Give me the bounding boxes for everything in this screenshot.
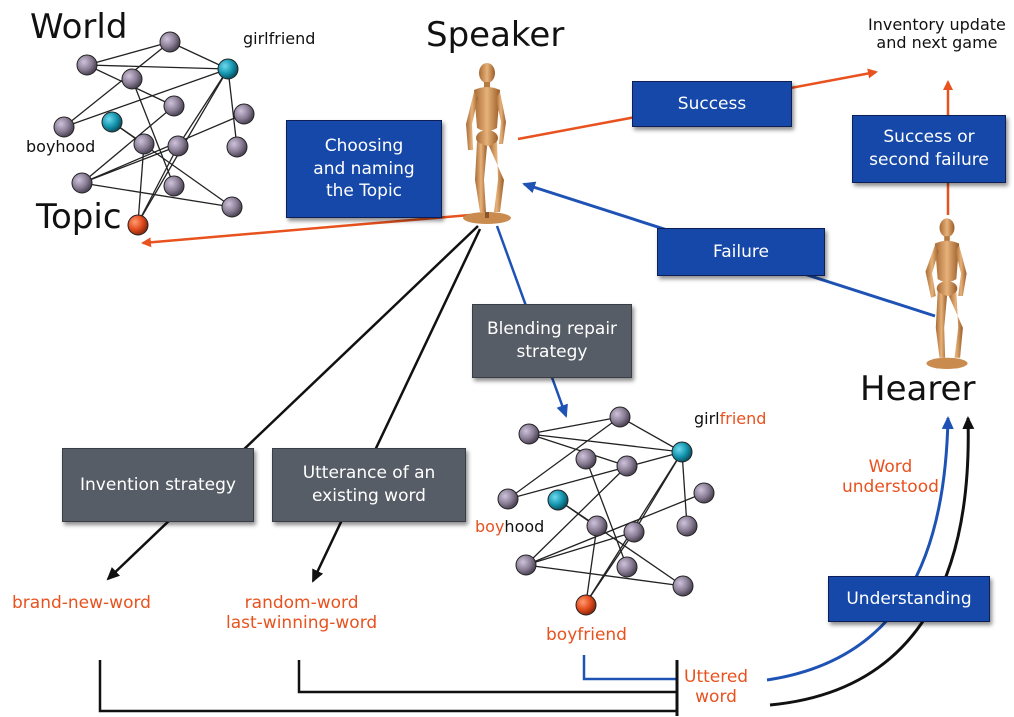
word-understood-line-2: understood bbox=[842, 476, 939, 497]
bracket-random bbox=[297, 660, 677, 694]
blend-node bbox=[497, 488, 519, 510]
blend-node bbox=[609, 406, 631, 428]
blend-node bbox=[586, 515, 608, 537]
choosing-line-3: the Topic bbox=[325, 181, 403, 202]
bracket-boyfriend bbox=[582, 655, 677, 681]
boyfriend-label: boyfriend bbox=[546, 625, 627, 645]
world-node bbox=[71, 172, 93, 194]
world-node-topic bbox=[127, 214, 149, 236]
invention-strategy-box: Invention strategy bbox=[62, 448, 254, 522]
success-box: Success bbox=[632, 81, 792, 127]
girlfriend-top-label: girlfriend bbox=[243, 29, 316, 48]
blend-node bbox=[518, 423, 540, 445]
success-or-line-1: Success or bbox=[883, 127, 975, 148]
hearer-figure-icon bbox=[925, 218, 968, 369]
blend-node-girlfriend bbox=[671, 441, 693, 463]
world-node bbox=[163, 175, 185, 197]
inventory-line-1: Inventory update bbox=[868, 15, 1006, 34]
blending-repair-box: Blending repair strategy bbox=[472, 304, 632, 378]
choosing-line-2: and naming bbox=[313, 158, 415, 179]
world-node bbox=[76, 54, 98, 76]
girlfriend-part-1: girl bbox=[694, 409, 720, 428]
blend-node-boyhood bbox=[547, 489, 569, 511]
girlfriend-part-2: friend bbox=[719, 409, 767, 428]
world-node bbox=[221, 196, 243, 218]
success-or-failure-box: Success or second failure bbox=[852, 115, 1006, 183]
boyhood-top-label: boyhood bbox=[26, 137, 96, 156]
existing-word-options: random-word last-winning-word bbox=[226, 593, 378, 633]
bracket-brand-new bbox=[98, 660, 677, 713]
world-node bbox=[233, 103, 255, 125]
word-understood-label: Word understood bbox=[842, 457, 939, 497]
hearer-label: Hearer bbox=[860, 369, 976, 409]
world-node bbox=[159, 31, 181, 53]
uttered-line-1: Uttered bbox=[684, 667, 749, 687]
world-node bbox=[133, 133, 155, 155]
boyhood-part-1: boy bbox=[475, 517, 505, 536]
success-or-line-2: second failure bbox=[869, 150, 989, 170]
world-nodes bbox=[53, 31, 255, 236]
choosing-line-1: Choosing bbox=[324, 135, 404, 156]
utterance-line-1: Utterance of an bbox=[302, 463, 436, 484]
random-word-label: random-word bbox=[244, 593, 359, 613]
failure-text: Failure bbox=[713, 241, 769, 262]
girlfriend-blend-label: girlfriend bbox=[694, 409, 767, 428]
blending-line-1: Blending repair bbox=[486, 319, 618, 340]
blend-node-boyfriend bbox=[575, 594, 597, 616]
blend-network bbox=[507, 416, 705, 604]
world-label: World bbox=[30, 7, 128, 47]
world-node bbox=[226, 136, 248, 158]
brand-new-word-label: brand-new-word bbox=[12, 593, 151, 613]
arrow-speaker-to-random bbox=[311, 228, 482, 583]
understanding-text: Understanding bbox=[846, 588, 972, 609]
arrow-speaker-to-topic bbox=[141, 213, 471, 248]
world-node-boyhood bbox=[101, 111, 123, 133]
choosing-topic-box: Choosing and naming the Topic bbox=[286, 120, 442, 218]
inventory-line-2: and next game bbox=[876, 33, 998, 53]
invention-text: Invention strategy bbox=[80, 474, 236, 495]
blend-node bbox=[515, 554, 537, 576]
world-node bbox=[53, 116, 75, 138]
last-winning-word-label: last-winning-word bbox=[226, 612, 378, 633]
blend-node bbox=[693, 482, 715, 504]
topic-label: Topic bbox=[36, 197, 122, 237]
world-node-girlfriend bbox=[217, 58, 239, 80]
failure-box: Failure bbox=[657, 228, 825, 276]
uttered-line-2: word bbox=[695, 686, 737, 707]
speaker-figure-icon bbox=[463, 63, 511, 224]
boyhood-part-2: hood bbox=[504, 517, 545, 536]
utterance-line-2: existing word bbox=[312, 486, 426, 506]
blend-node bbox=[616, 556, 638, 578]
arrow-speaker-to-brand-new bbox=[106, 225, 479, 581]
world-node bbox=[167, 135, 189, 157]
understanding-box: Understanding bbox=[828, 576, 990, 622]
blend-node bbox=[575, 448, 597, 470]
success-text: Success bbox=[677, 93, 747, 114]
world-node bbox=[163, 95, 185, 117]
blend-node bbox=[676, 515, 698, 537]
uttered-word-label: Uttered word bbox=[684, 667, 749, 707]
boyhood-blend-label: boyhood bbox=[475, 517, 545, 536]
blend-nodes bbox=[497, 406, 715, 616]
speaker-label: Speaker bbox=[426, 15, 565, 55]
word-understood-line-1: Word bbox=[868, 457, 913, 477]
blending-line-2: strategy bbox=[516, 342, 588, 362]
inventory-label: Inventory update and next game bbox=[868, 15, 1006, 53]
blend-node bbox=[616, 455, 638, 477]
blend-node bbox=[672, 575, 694, 597]
utterance-existing-box: Utterance of an existing word bbox=[272, 448, 466, 522]
blend-node bbox=[623, 521, 645, 543]
world-node bbox=[121, 68, 143, 90]
